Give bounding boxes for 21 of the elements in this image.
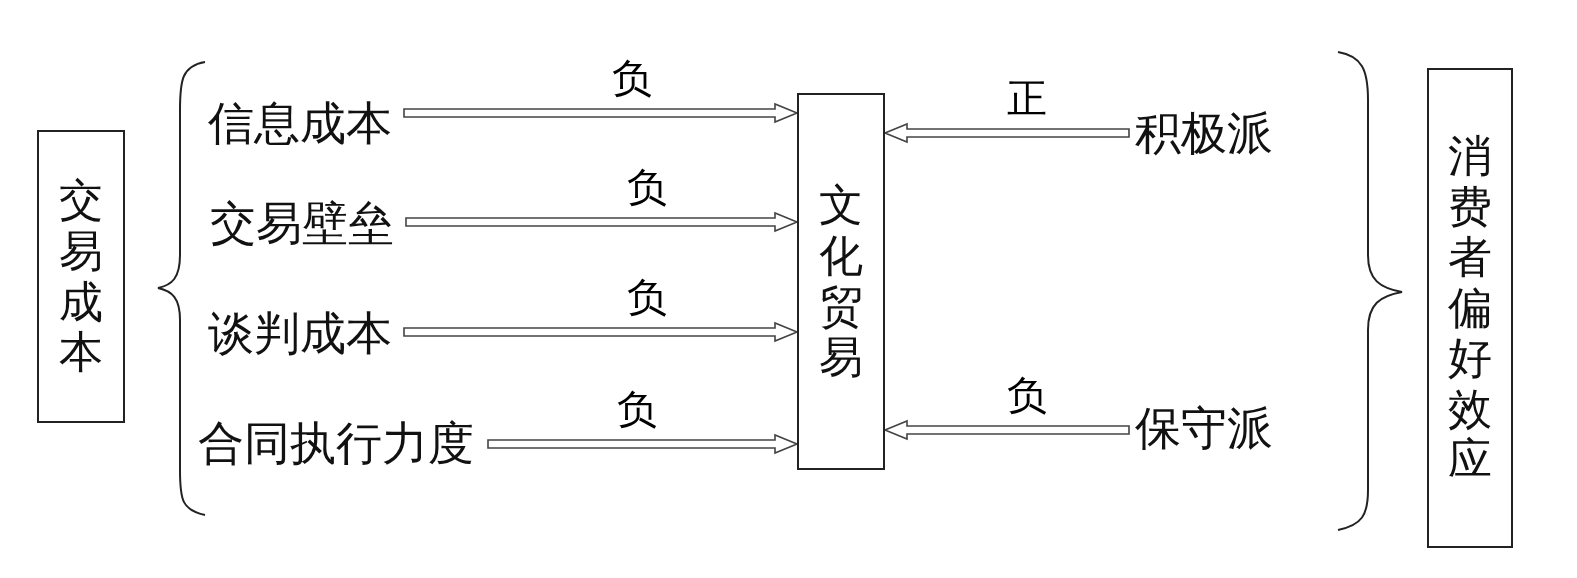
hollow-arrow — [882, 122, 1130, 144]
hollow-arrow — [403, 321, 800, 343]
concept-box: 交易成本 — [37, 130, 125, 423]
edge-label: 负 — [615, 389, 659, 429]
hollow-arrow — [405, 211, 800, 233]
factor-label: 合同执行力度 — [198, 420, 482, 470]
factor-label: 交易壁垒 — [210, 200, 400, 250]
concept-box: 文化贸易 — [797, 93, 885, 470]
edge-label: 负 — [1005, 375, 1049, 415]
edge-label: 负 — [625, 167, 669, 207]
factor-label: 信息成本 — [208, 100, 398, 150]
hollow-arrow — [882, 419, 1130, 441]
factor-label: 保守派 — [1135, 405, 1277, 455]
factor-label: 谈判成本 — [208, 310, 398, 360]
factor-label: 积极派 — [1135, 110, 1277, 160]
hollow-arrow — [487, 433, 800, 455]
edge-label: 正 — [1005, 78, 1049, 118]
edge-label: 负 — [610, 58, 654, 98]
hollow-arrow — [403, 102, 800, 124]
edge-label: 负 — [625, 277, 669, 317]
concept-box: 消费者偏好效应 — [1427, 68, 1513, 548]
